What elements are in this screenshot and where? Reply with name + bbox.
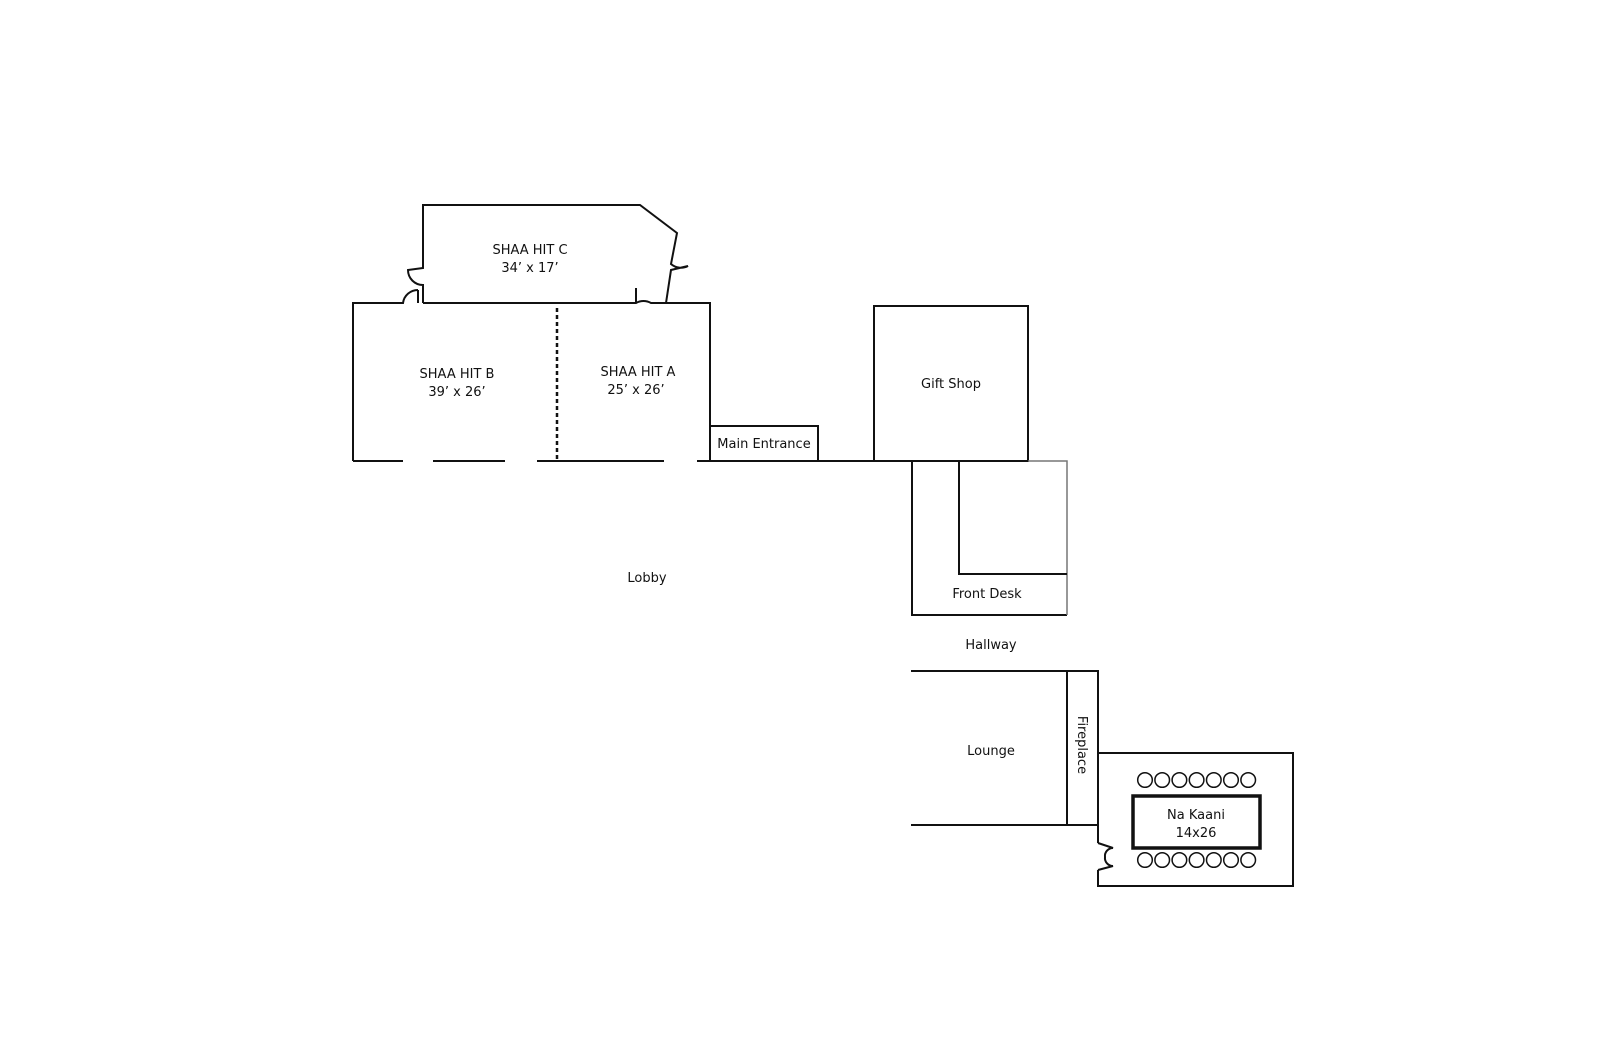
room-size: 25’ x 26’: [607, 383, 664, 398]
chair-icon: [1171, 771, 1188, 789]
gift-shop-label: Gift Shop: [921, 377, 981, 392]
chair-icon: [1154, 851, 1171, 869]
gift-shop[interactable]: Gift Shop: [873, 305, 1029, 462]
lobby-label: Lobby: [627, 571, 666, 586]
room-size: 39’ x 26’: [428, 385, 485, 400]
chair-icon: [1222, 771, 1240, 789]
chair-icon: [1188, 771, 1205, 789]
chair-icon: [1136, 771, 1154, 789]
fireplace: Fireplace: [1066, 670, 1099, 826]
room-shaa-hit-b-a[interactable]: SHAA HIT B 39’ x 26’ SHAA HIT A 25’ x 26…: [352, 288, 711, 462]
room-name: SHAA HIT C: [492, 243, 567, 258]
chair-icon: [1188, 851, 1205, 869]
chair-icon: [1240, 851, 1257, 869]
chair-icon: [1205, 771, 1222, 789]
fireplace-label: Fireplace: [1074, 716, 1089, 774]
lounge[interactable]: Lounge: [911, 670, 1098, 826]
room-name: Na Kaani: [1167, 808, 1225, 823]
chair-icon: [1171, 851, 1188, 869]
room-size: 14x26: [1176, 826, 1217, 841]
main-entrance-label: Main Entrance: [717, 437, 810, 452]
chair-icon: [1154, 771, 1171, 789]
lounge-label: Lounge: [967, 744, 1015, 759]
main-entrance[interactable]: Main Entrance: [709, 425, 874, 462]
chair-icon: [1205, 851, 1222, 869]
room-name: SHAA HIT A: [601, 365, 676, 380]
room-shaa-hit-c[interactable]: SHAA HIT C 34’ x 17’: [406, 204, 689, 304]
front-desk[interactable]: Front Desk: [911, 460, 1068, 616]
chair-icon: [1136, 851, 1154, 869]
chair-icon: [1240, 771, 1257, 789]
door-icon: [1097, 842, 1114, 871]
room-size: 34’ x 17’: [501, 261, 558, 276]
room-name: SHAA HIT B: [420, 367, 495, 382]
hallway-label: Hallway: [965, 638, 1017, 653]
room-na-kaani[interactable]: Na Kaani 14x26: [1097, 752, 1294, 887]
chair-icon: [1222, 851, 1240, 869]
conference-table: [1131, 794, 1262, 850]
front-desk-label: Front Desk: [952, 587, 1022, 602]
